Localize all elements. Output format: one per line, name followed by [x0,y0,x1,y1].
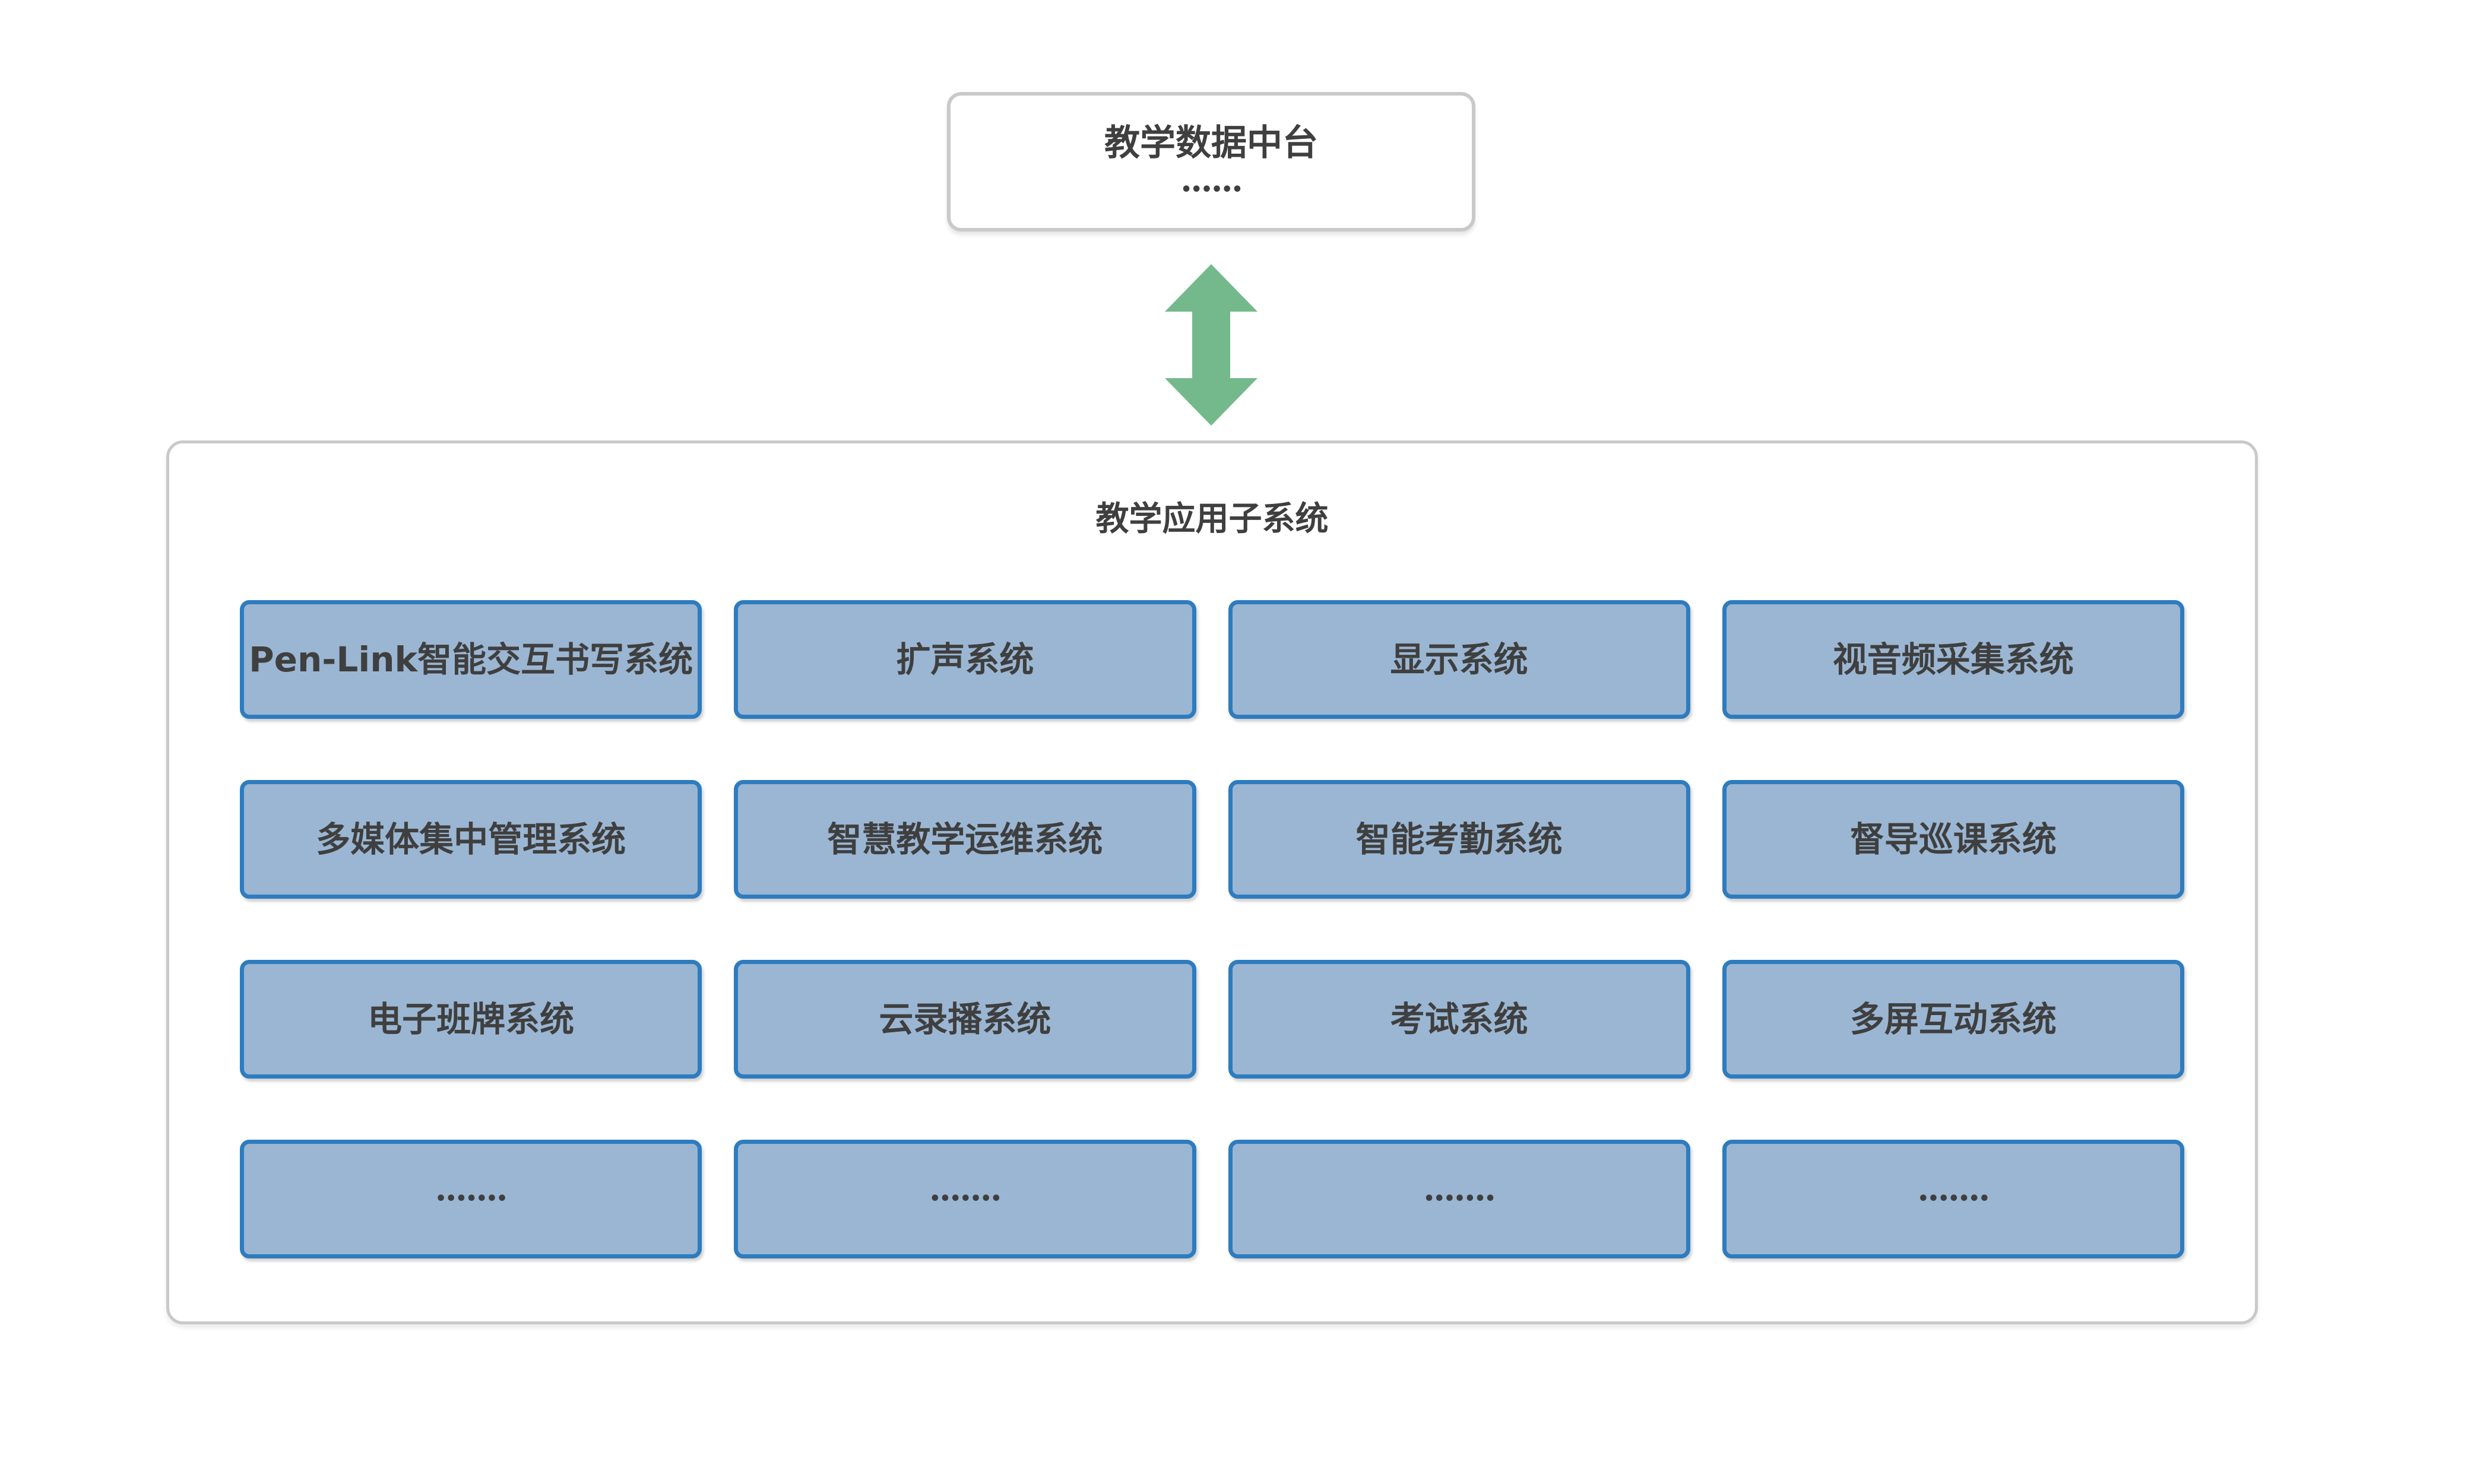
subsystem-box: 智能考勤系统 [1228,780,1690,899]
subsystem-box: ••••••• [734,1140,1196,1259]
subsystem-box-label: 智慧教学运维系统 [827,819,1103,860]
subsystem-box: 考试系统 [1228,960,1690,1079]
subsystem-box-label: 视音频采集系统 [1832,639,2074,680]
subsystem-box-label: 云录播系统 [879,999,1051,1040]
subsystem-box: ••••••• [1228,1140,1690,1259]
double-arrow-icon [1165,264,1257,426]
subsystem-box-label: ••••••• [929,1188,1002,1210]
subsystem-box-label: ••••••• [435,1188,508,1210]
subsystem-box: ••••••• [240,1140,702,1259]
subsystem-box-label: 考试系统 [1390,999,1528,1040]
subsystem-panel: 教学应用子系统 Pen-Link智能交互书写系统扩声系统显示系统视音频采集系统多… [166,440,2258,1324]
subsystem-box-label: 督导巡课系统 [1849,819,2057,860]
subsystem-box-label: ••••••• [1917,1188,1990,1210]
subsystem-box: 视音频采集系统 [1722,600,2184,719]
subsystem-box: ••••••• [1722,1140,2184,1259]
subsystem-box: 扩声系统 [734,600,1196,719]
subsystem-box-label: 扩声系统 [896,639,1034,680]
subsystem-box: 云录播系统 [734,960,1196,1079]
subsystem-box: 智慧教学运维系统 [734,780,1196,899]
subsystem-grid: Pen-Link智能交互书写系统 扩声系统 显示系统 视音频采集系统多媒体集中管理系统… [240,600,2184,1259]
ellipsis-dots: •••••• [1180,179,1243,200]
subsystem-panel-title: 教学应用子系统 [1095,500,1329,538]
subsystem-box: 督导巡课系统 [1722,780,2184,899]
subsystem-box-label: 显示系统 [1390,639,1528,680]
subsystem-box-label: 智能考勤系统 [1355,819,1563,860]
subsystem-box-label: 电子班牌系统 [368,999,575,1040]
data-platform-title: 教学数据中台 [1104,122,1318,164]
subsystem-box: 显示系统 [1228,600,1690,719]
subsystem-box-label: Pen-Link智能交互书写系统 [249,639,693,680]
subsystem-box: 多媒体集中管理系统 [240,780,702,899]
subsystem-box-label: ••••••• [1423,1188,1496,1210]
subsystem-box: 电子班牌系统 [240,960,702,1079]
subsystem-box-label: 多屏互动系统 [1849,999,2057,1040]
subsystem-box: 多屏互动系统 [1722,960,2184,1079]
data-platform-box: 教学数据中台 •••••• [947,92,1475,232]
subsystem-box-label: 多媒体集中管理系统 [316,819,626,860]
subsystem-box: Pen-Link智能交互书写系统 [240,600,702,719]
